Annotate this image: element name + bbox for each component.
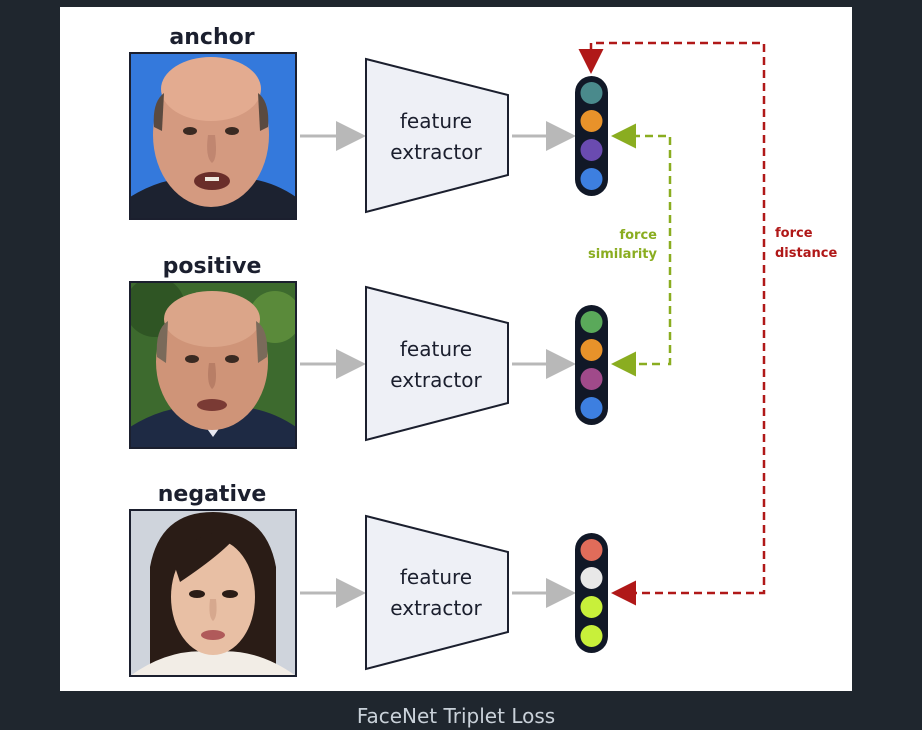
extractor-label-line1: feature [400, 337, 472, 361]
negative-embedding [575, 533, 608, 653]
positive-row: positive feature extractor [129, 254, 608, 449]
negative-feature-extractor: feature extractor [365, 514, 509, 671]
diagram-card: anchor feature extractor [60, 7, 852, 691]
force-distance-label-line2: distance [775, 246, 837, 261]
embedding-dot [580, 397, 603, 419]
embedding-dot [580, 311, 603, 333]
extractor-label-line2: extractor [390, 368, 482, 392]
force-distance-connector [578, 41, 766, 606]
positive-label: positive [163, 254, 262, 279]
anchor-row: anchor feature extractor [129, 25, 608, 220]
positive-feature-extractor: feature extractor [365, 285, 509, 442]
triplet-loss-diagram: anchor feature extractor [129, 25, 837, 677]
figure-caption: FaceNet Triplet Loss [356, 704, 556, 728]
embedding-dot [580, 168, 603, 190]
force-distance-label-line1: force [775, 226, 813, 241]
distance-dashed-line [589, 41, 766, 595]
similarity-dashed-line [615, 134, 672, 366]
positive-photo [130, 282, 296, 448]
positive-photo-frame [129, 281, 297, 449]
embedding-dot [580, 82, 603, 104]
embedding-dot [580, 110, 603, 132]
positive-embedding [575, 305, 608, 425]
negative-row: negative feature extractor [129, 482, 608, 677]
embedding-dot [580, 567, 603, 589]
force-similarity-label-line2: similarity [588, 247, 658, 262]
anchor-embedding [575, 76, 608, 196]
embedding-dot [580, 625, 603, 647]
force-similarity-label-line1: force [619, 228, 657, 243]
anchor-feature-extractor: feature extractor [365, 57, 509, 214]
embedding-dot [580, 368, 603, 390]
extractor-label-line2: extractor [390, 140, 482, 164]
extractor-label-line1: feature [400, 565, 472, 589]
negative-label: negative [158, 482, 267, 507]
anchor-photo [130, 53, 296, 219]
negative-photo-frame [129, 509, 297, 677]
negative-photo [130, 510, 296, 676]
embedding-dot [580, 339, 603, 361]
extractor-label-line1: feature [400, 109, 472, 133]
embedding-dot [580, 139, 603, 161]
extractor-label-line2: extractor [390, 596, 482, 620]
anchor-photo-frame [129, 52, 297, 220]
embedding-dot [580, 539, 603, 561]
anchor-label: anchor [169, 25, 254, 50]
force-similarity-connector [611, 123, 672, 377]
embedding-dot [580, 596, 603, 618]
